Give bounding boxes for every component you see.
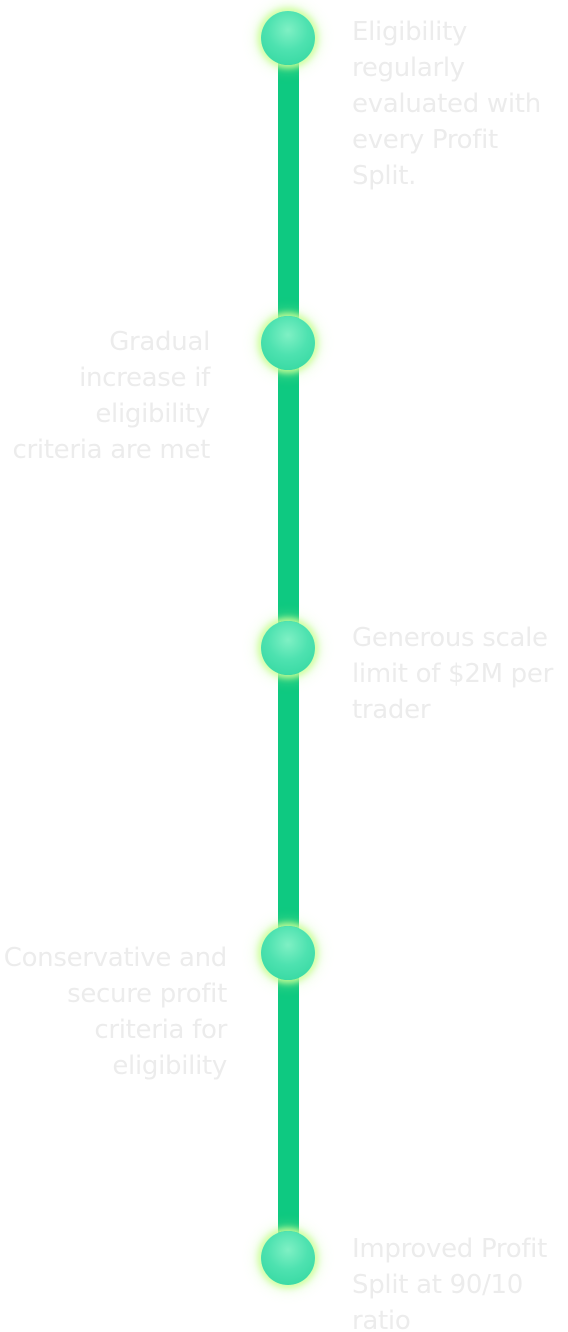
timeline-node-2 xyxy=(261,316,315,370)
timeline-step-2-text: Gradual increase if eligibility criteria… xyxy=(12,327,210,465)
timeline-step-4-text: Conservative and secure profit criteria … xyxy=(3,943,228,1081)
timeline-step-5-text: Improved Profit Split at 90/10 ratio xyxy=(352,1234,547,1332)
timeline-step-1-text: Eligibility regularly evaluated with eve… xyxy=(352,17,541,191)
timeline-step-3-text: Generous scale limit of $2M per trader xyxy=(352,623,553,725)
timeline-node-3 xyxy=(261,621,315,675)
timeline-node-1 xyxy=(261,11,315,65)
timeline-node-5 xyxy=(261,1231,315,1285)
timeline-node-4 xyxy=(261,926,315,980)
